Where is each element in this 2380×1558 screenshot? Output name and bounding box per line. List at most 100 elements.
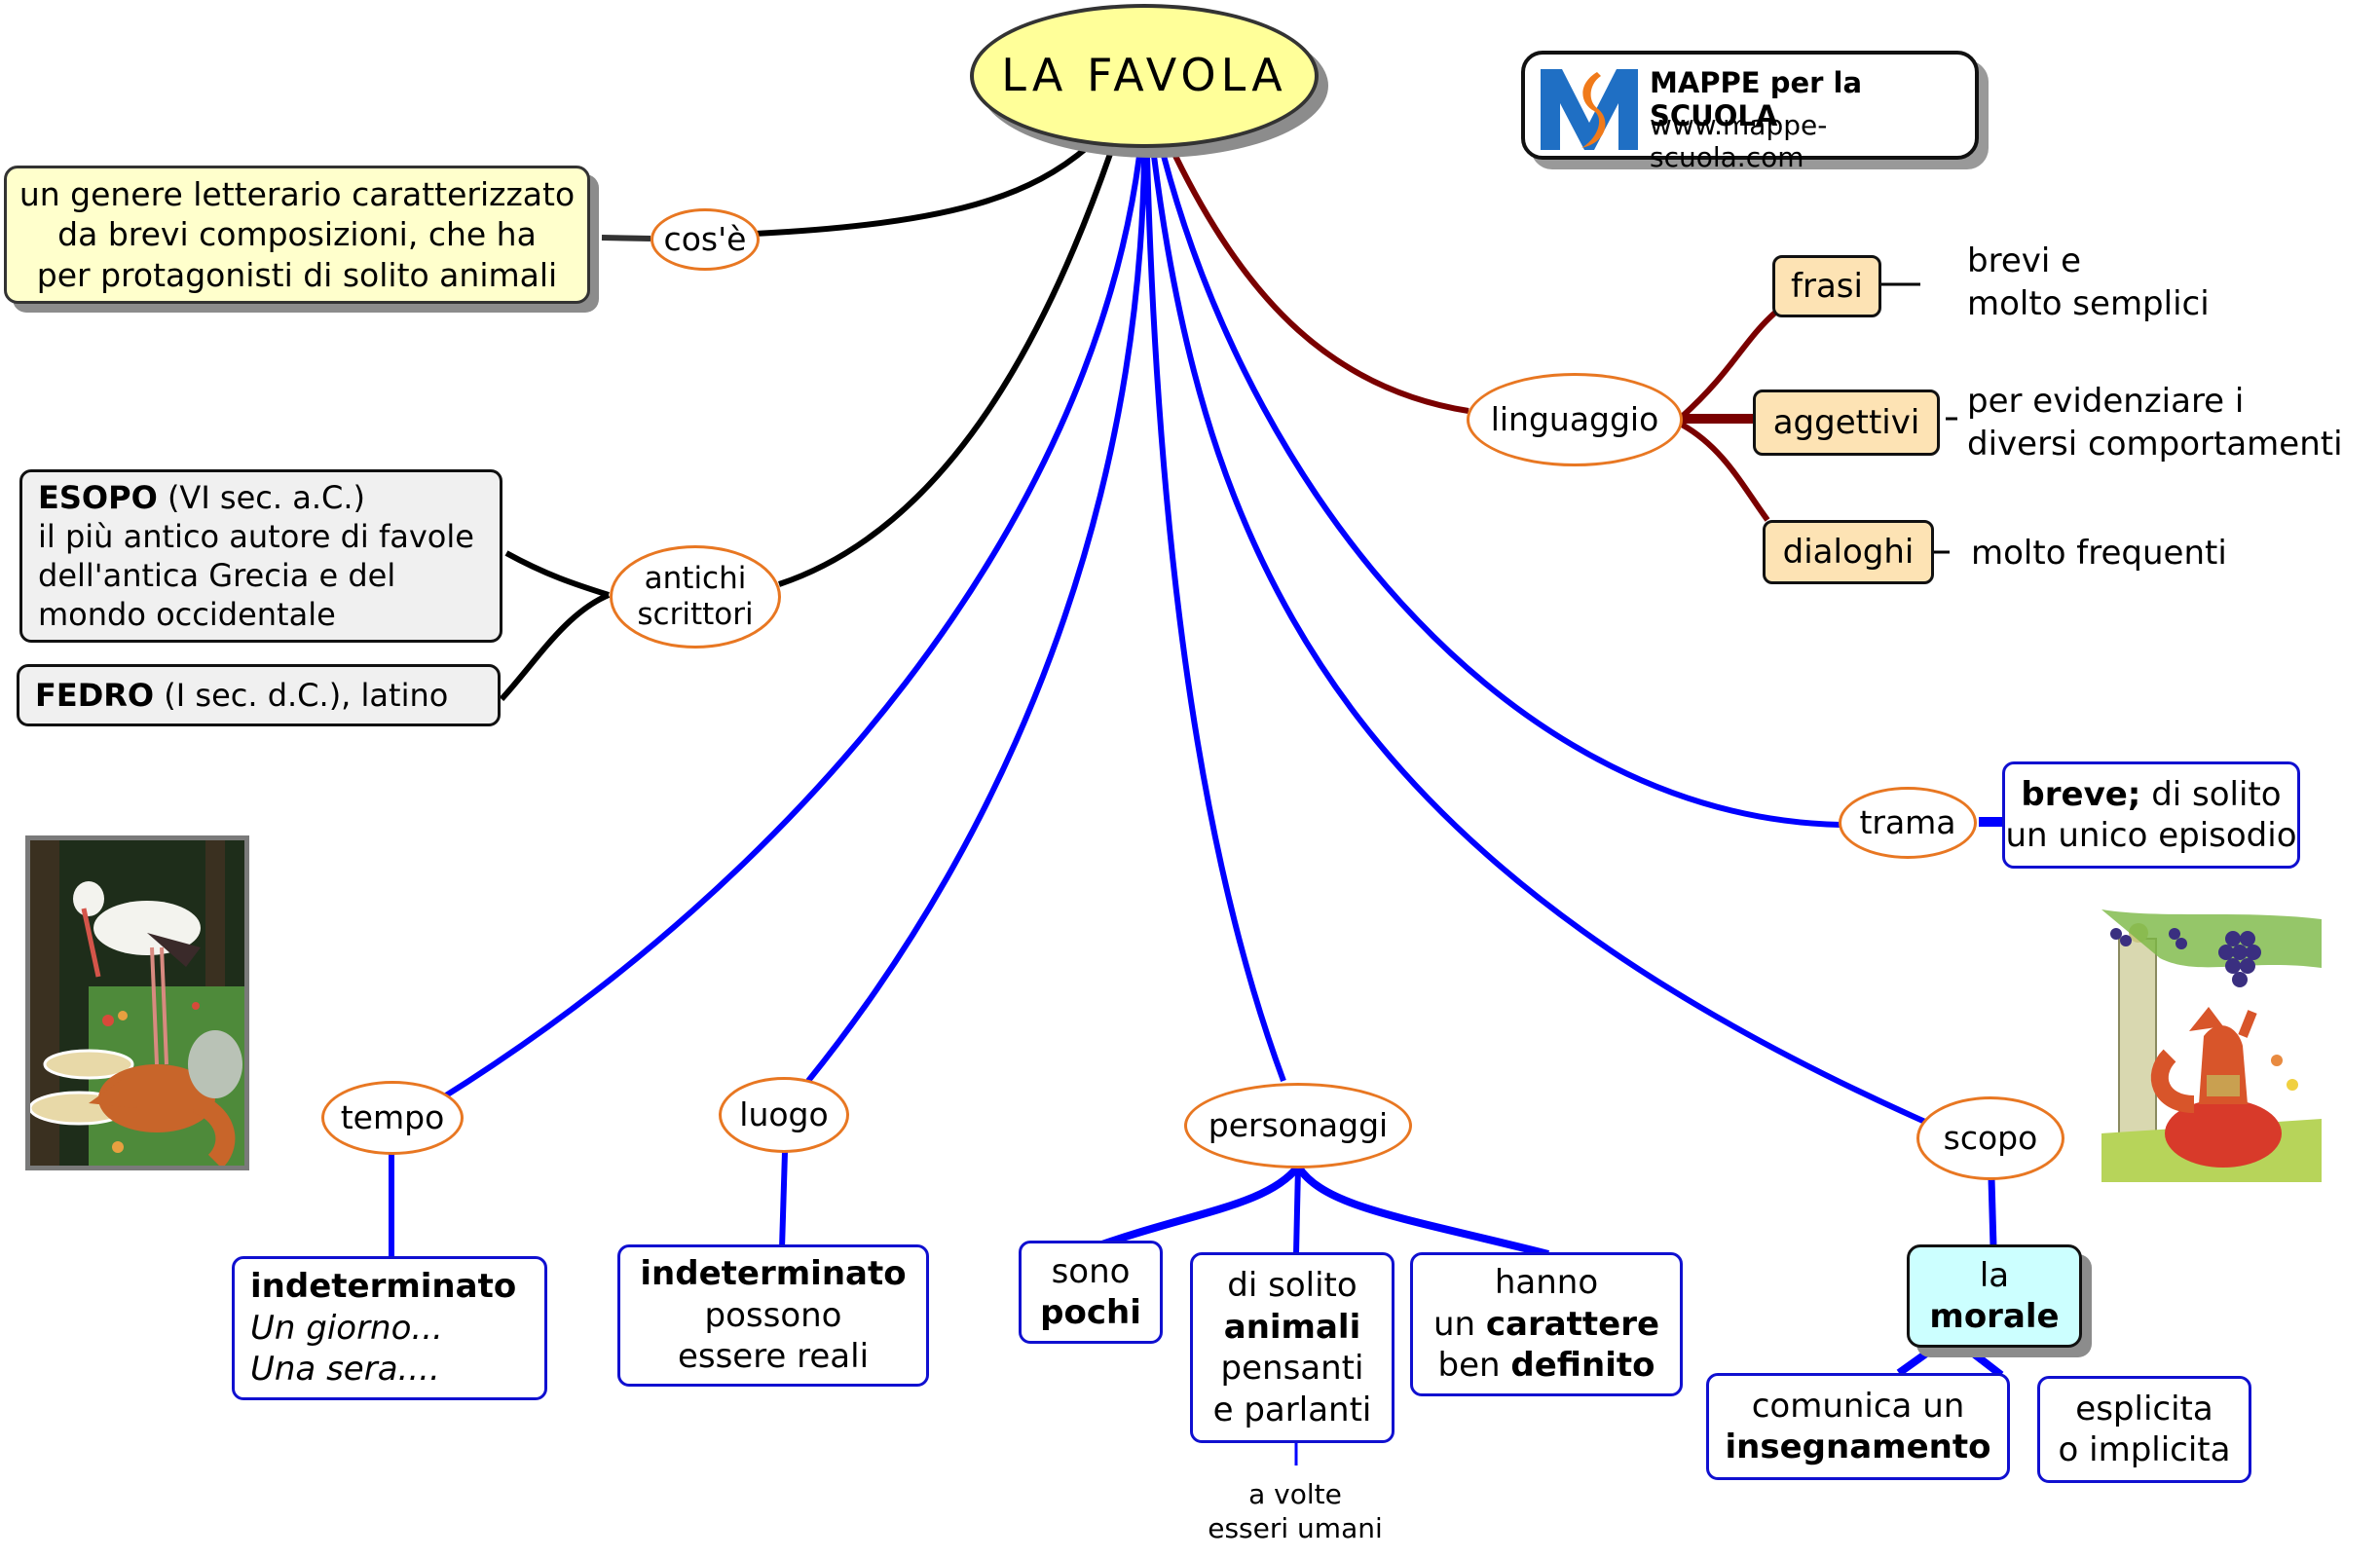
animali-note-1: a volte [1248,1478,1342,1510]
fox-and-grapes-illustration [2101,909,2322,1182]
link-root-cose [754,143,1091,237]
esopo-era: (VI sec. a.C.) [157,479,365,516]
fedro-line: FEDRO (I sec. d.C.), latino [35,676,448,715]
insegnamento-box[interactable]: comunica un insegnamento [1706,1373,2010,1480]
animali-line-1: di solito [1227,1266,1357,1305]
esopo-line-3: dell'antica Grecia e del [38,557,396,594]
tempo-box[interactable]: indeterminato Un giorno... Una sera.... [232,1256,547,1400]
luogo-line-1: possono [704,1295,842,1335]
frasi-box[interactable]: frasi [1772,255,1881,317]
trama-line-2: un unico episodio [2005,816,2297,855]
concept-trama[interactable]: trama [1839,787,1977,859]
link-antichi-esopo [504,550,610,598]
definition-line-1: un genere letterario caratterizzato [19,175,576,214]
carattere-box[interactable]: hanno un carattere ben definito [1410,1252,1683,1396]
definition-line-2: da brevi composizioni, che ha [57,215,537,254]
link-root-trama [1161,155,1841,828]
frasi-desc: brevi e molto semplici [1967,240,2210,325]
esopo-box[interactable]: ESOPO (VI sec. a.C.) il più antico autor… [19,469,502,643]
trama-bold: breve; [2021,774,2141,814]
frasi-desc-2: molto semplici [1967,284,2210,324]
logo-url: www.mappe-scuola.com [1650,109,1828,173]
link-morale-insegnamento [1896,1345,1936,1377]
root-concept-la-favola[interactable]: LA FAVOLA [970,4,1319,148]
carattere-bold-2: definito [1510,1346,1655,1386]
mappe-scuola-logo[interactable]: MAPPE per la SCUOLA www.mappe-scuola.com [1521,51,1979,173]
morale-box[interactable]: la morale [1907,1244,2082,1348]
link-morale-esplicita [1964,1345,2004,1379]
concept-luogo[interactable]: luogo [719,1077,849,1153]
carattere-pre-2: ben [1437,1346,1511,1386]
tempo-label: tempo [340,1098,445,1137]
tempo-example-2: Una sera.... [250,1350,440,1390]
frasi-desc-1: brevi e [1967,241,2082,280]
link-linguaggio-dialoghi [1680,422,1770,522]
luogo-label: luogo [739,1095,829,1134]
carattere-line-1: hanno [1494,1263,1599,1303]
antichi-label-1: antichi [644,560,747,596]
link-root-luogo [805,155,1147,1083]
link-root-personaggi [1144,155,1286,1083]
personaggi-label: personaggi [1208,1106,1389,1145]
antichi-label-2: scrittori [637,597,754,632]
link-root-scopo [1151,155,1945,1132]
aggettivi-box[interactable]: aggettivi [1753,390,1940,456]
fox-and-grapes-image [2101,909,2322,1182]
morale-bold: morale [1929,1297,2060,1336]
scopo-label: scopo [1943,1119,2038,1158]
esplicita-line-1: esplicita [2075,1389,2213,1428]
link-linguaggio-frasi [1679,309,1778,420]
root-title: LA FAVOLA [1001,49,1287,102]
esopo-line-1: ESOPO (VI sec. a.C.) [38,478,365,517]
concept-cose-label: cos'è [663,220,747,259]
definition-line-3: per protagonisti di solito animali [36,255,558,294]
concept-antichi-scrittori[interactable]: antichi scrittori [610,545,781,649]
mappe-m-logo-icon [1541,69,1638,150]
stork-and-fox-image [30,840,244,1166]
link-personaggi-carattere [1294,1164,1549,1258]
carattere-bold-1: carattere [1485,1304,1660,1344]
concept-cose[interactable]: cos'è [651,208,760,271]
aggettivi-desc: per evidenziare i diversi comportamenti [1967,380,2343,465]
carattere-line-2: un carattere [1433,1304,1659,1346]
dialoghi-box[interactable]: dialoghi [1763,520,1934,584]
definition-box[interactable]: un genere letterario caratterizzato da b… [4,166,590,304]
luogo-line-2: essere reali [677,1337,870,1377]
animali-note: a volte esseri umani [1188,1472,1402,1550]
link-personaggi-pochi [1081,1164,1302,1255]
esplicita-line-2: o implicita [2058,1430,2231,1469]
pochi-box[interactable]: sono pochi [1019,1241,1163,1344]
trama-line-1: breve; di solito [2021,774,2281,816]
trama-label: trama [1859,803,1956,842]
fedro-box[interactable]: FEDRO (I sec. d.C.), latino [17,664,501,726]
animali-box[interactable]: di solito animali pensanti e parlanti [1190,1252,1395,1443]
linguaggio-label: linguaggio [1490,400,1659,439]
stork-and-fox-illustration [25,835,249,1170]
concept-scopo[interactable]: scopo [1916,1096,2064,1180]
link-root-tempo [436,155,1142,1103]
concept-tempo[interactable]: tempo [321,1081,464,1155]
concept-personaggi[interactable]: personaggi [1184,1083,1412,1168]
esplicita-box[interactable]: esplicita o implicita [2037,1376,2251,1483]
link-scopo-morale [1988,1177,1997,1247]
fedro-rest: (I sec. d.C.), latino [154,677,449,714]
concept-linguaggio[interactable]: linguaggio [1467,373,1683,466]
frasi-label: frasi [1791,266,1863,306]
esopo-line-2: il più antico autore di favole [38,518,474,555]
aggettivi-label: aggettivi [1772,402,1920,442]
aggettivi-desc-1: per evidenziare i [1967,382,2245,421]
dialoghi-label: dialoghi [1782,532,1915,572]
tempo-bold: indeterminato [250,1267,517,1307]
link-cose-definition [601,235,651,241]
dialoghi-desc-1: molto frequenti [1971,534,2227,573]
trama-box[interactable]: breve; di solito un unico episodio [2002,761,2300,869]
luogo-box[interactable]: indeterminato possono essere reali [617,1244,929,1387]
logo-brand: MAPPE per la SCUOLA [1650,66,1863,132]
fedro-name: FEDRO [35,677,155,714]
animali-line-3: pensanti [1220,1349,1364,1388]
animali-bold: animali [1223,1307,1361,1347]
insegnamento-bold: insegnamento [1725,1428,1991,1466]
animali-note-2: esseri umani [1208,1512,1383,1544]
link-antichi-fedro [499,592,611,702]
link-personaggi-animali [1293,1166,1301,1255]
